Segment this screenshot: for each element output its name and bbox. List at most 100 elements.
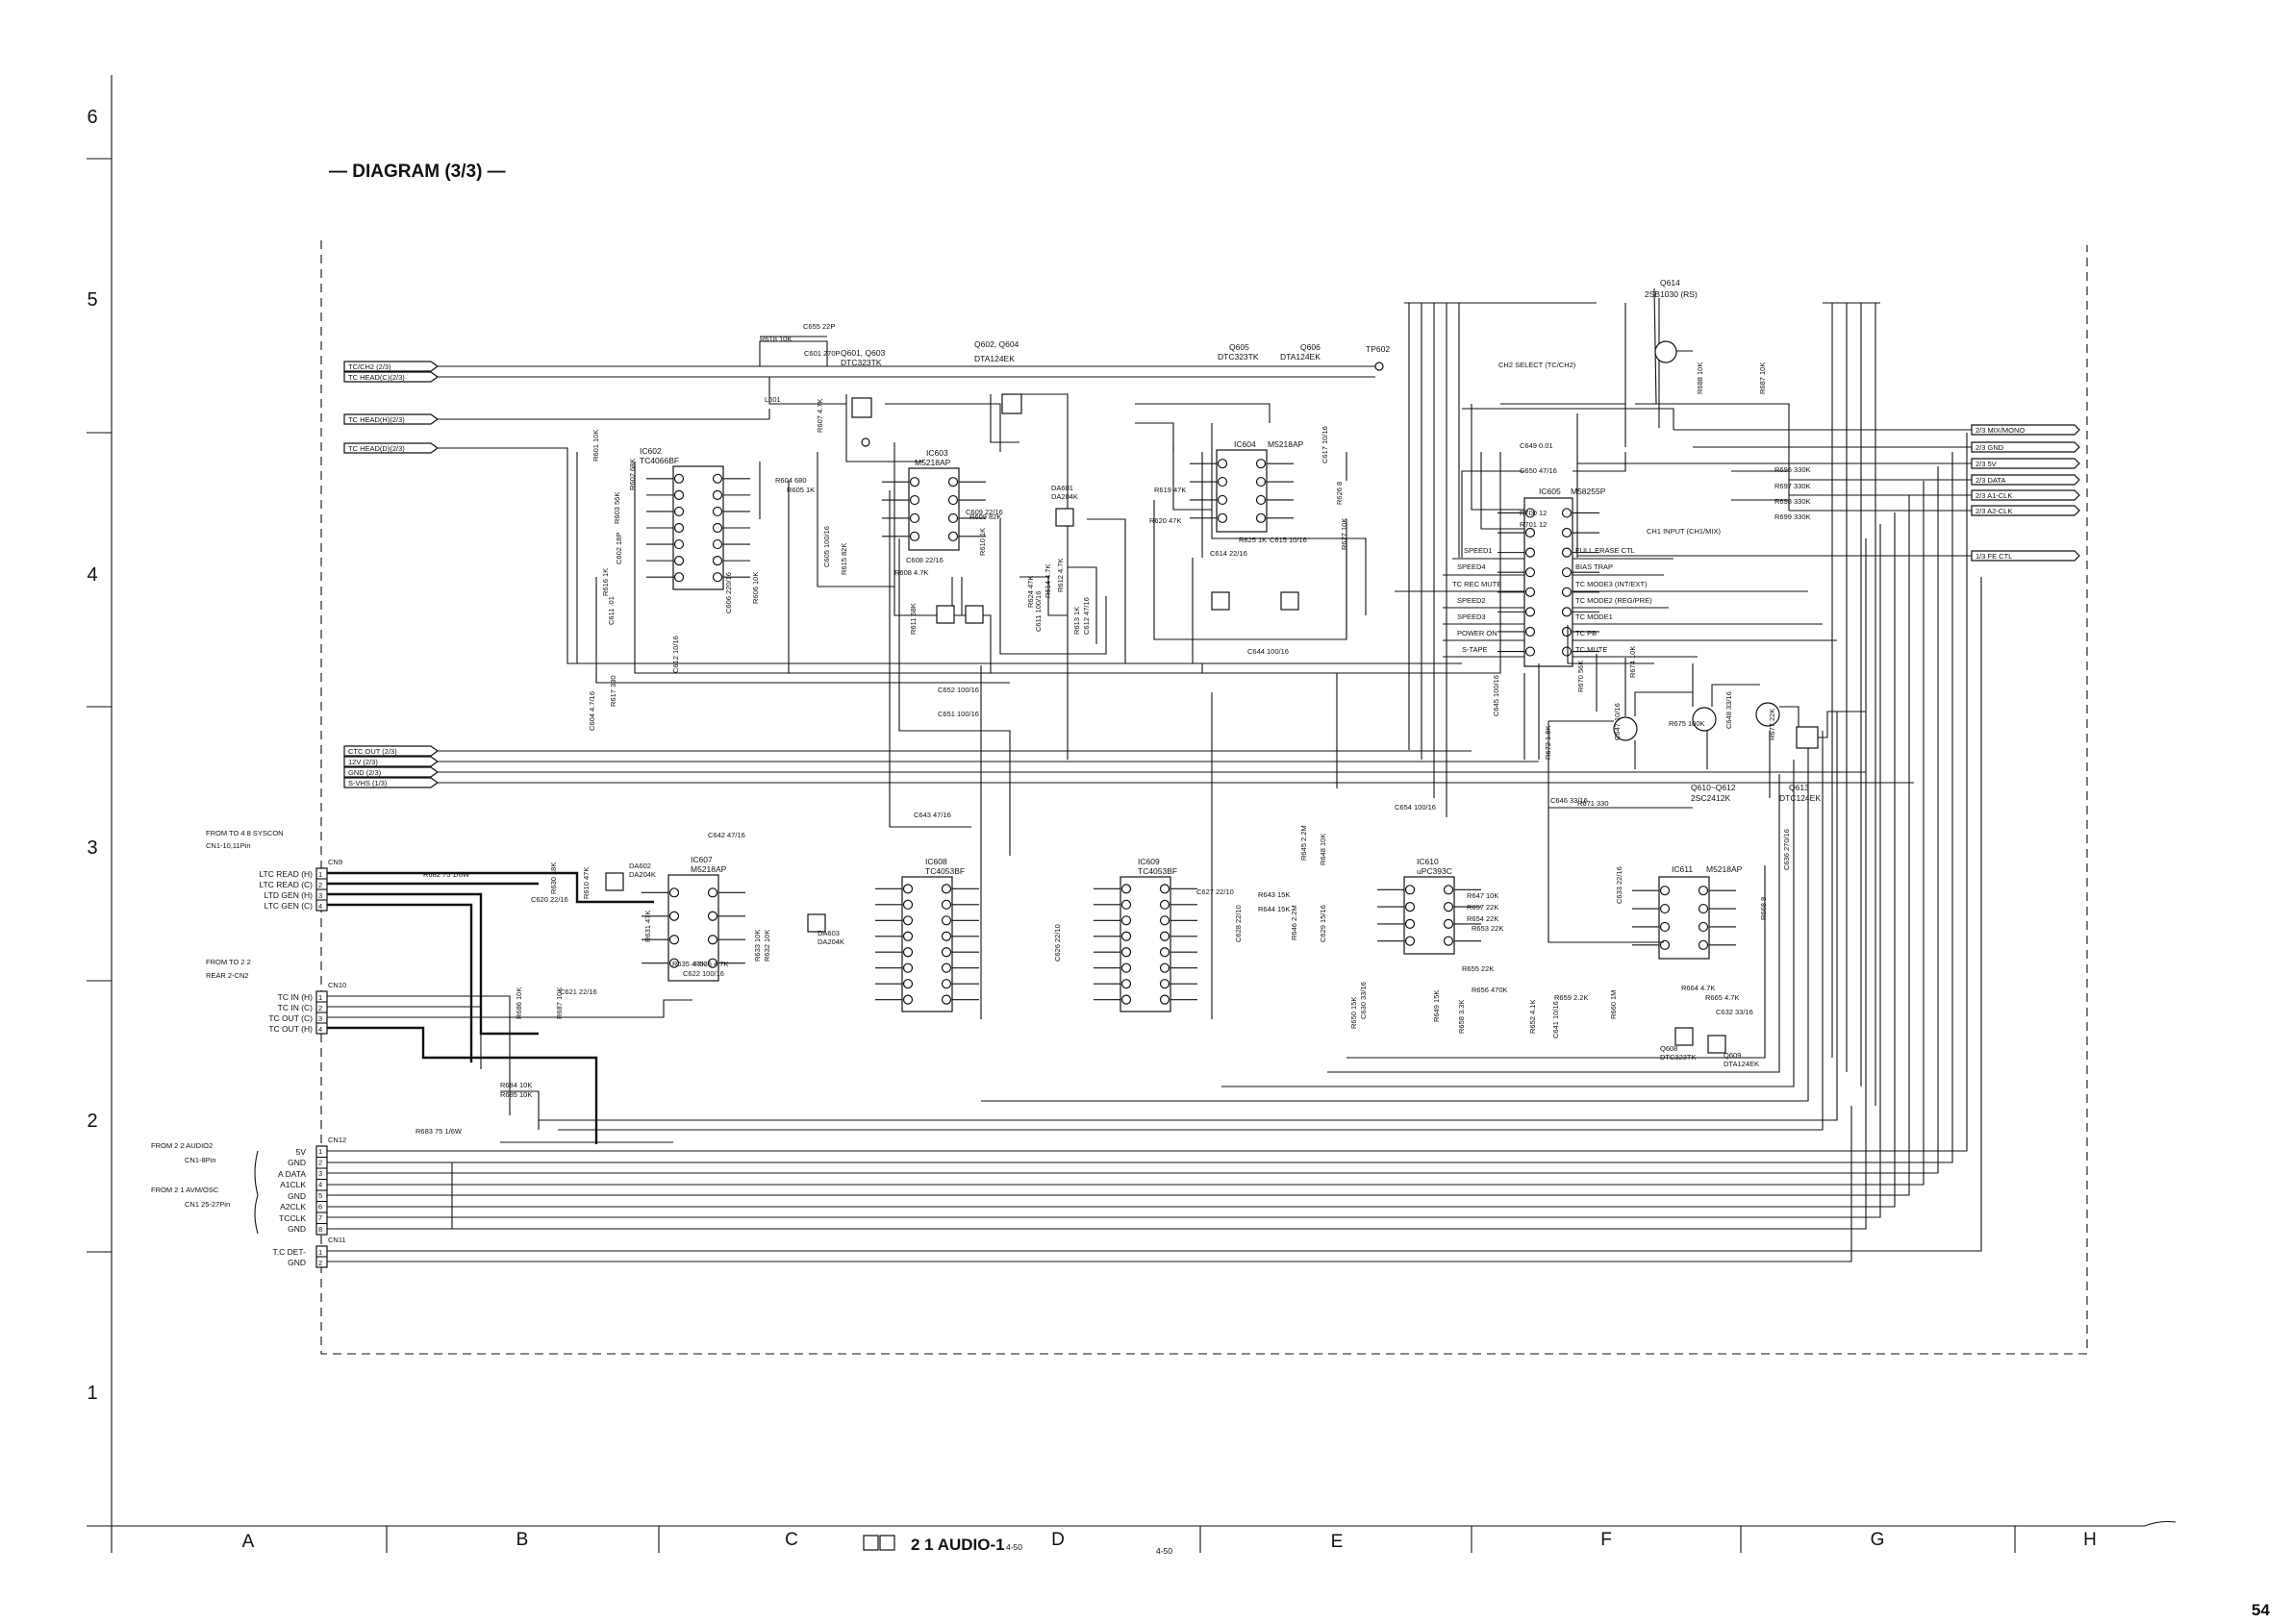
- ic-pin: [1524, 587, 1536, 597]
- ic-pin: [941, 884, 952, 894]
- component-label: C611 100/16: [1034, 591, 1043, 632]
- component-label: R603 56K: [613, 492, 621, 524]
- part-label: DA204K: [629, 870, 656, 879]
- ic-pin: [1561, 547, 1573, 558]
- ic-name: IC607: [691, 855, 713, 864]
- pin-label: POWER ON: [1457, 629, 1497, 637]
- component-label: R683 75 1/6W: [415, 1127, 463, 1136]
- pin-label: SPEED2: [1457, 596, 1486, 605]
- connector-cn11: CN11 12 T.C DET- GND: [273, 1236, 346, 1268]
- ic-pin: [902, 899, 914, 910]
- ic-pin: [712, 572, 723, 583]
- ic-pin: [902, 931, 914, 941]
- component-label: C643 47/16: [914, 811, 951, 819]
- ic-pin: [902, 884, 914, 894]
- component-label: C641 10/16: [1551, 1001, 1560, 1038]
- svg-text:4: 4: [318, 902, 322, 911]
- part-label: DA601: [1051, 484, 1073, 492]
- col-label-c: C: [785, 1530, 798, 1550]
- ic-pin: [1443, 918, 1454, 929]
- pin-label: GND: [288, 1191, 306, 1201]
- part-label: Q614: [1660, 278, 1680, 287]
- diode-array-symbol: [605, 872, 624, 891]
- ic-body: [1120, 876, 1171, 1012]
- ic-name: IC603: [926, 448, 948, 458]
- top-transistors: [605, 340, 1726, 1054]
- bus-label: TC HEAD(C)(2/3): [348, 373, 405, 382]
- svg-text:3: 3: [318, 1014, 322, 1023]
- ic-pin: [1255, 494, 1267, 506]
- pin-label: TC MODE1: [1575, 612, 1613, 621]
- ic-pin: [1159, 994, 1170, 1005]
- ic-pin: [1698, 886, 1709, 896]
- connector-sub-label: REAR 2-CN2: [206, 971, 249, 980]
- footer-page-center: 4-50: [1156, 1546, 1172, 1556]
- footer-ref: 2 1 AUDIO-1: [911, 1536, 1005, 1554]
- bus-terminal: CTC OUT (2/3): [343, 745, 440, 757]
- component-label: R684 10K: [500, 1081, 532, 1089]
- component-label: R602 68K: [628, 459, 637, 490]
- pin-label: LTC READ (H): [259, 869, 313, 879]
- component-label: C614 22/16: [1210, 549, 1247, 558]
- component-label: C601 270P: [804, 349, 841, 358]
- ic-part: M58255P: [1571, 487, 1606, 496]
- component-label: R608 4.7K: [894, 568, 928, 577]
- component-label: R632 10K: [763, 930, 771, 962]
- bus-terminal: TC/CH2 (2/3): [343, 361, 440, 372]
- ic-pin: [1524, 508, 1536, 518]
- transistor-stage: [1548, 654, 1866, 943]
- pin-label: TCCLK: [279, 1213, 306, 1223]
- ic-pin: [1159, 962, 1170, 973]
- component-label: R696 330K: [1774, 465, 1811, 474]
- bus-label: GND (2/3): [348, 768, 382, 777]
- svg-text:4: 4: [318, 1025, 322, 1034]
- ic-pin: [1120, 915, 1132, 926]
- component-label: C605 100/16: [822, 526, 831, 567]
- component-label: R617 330: [609, 675, 617, 707]
- component-label: R697 330K: [1774, 482, 1811, 490]
- test-point: [1374, 362, 1384, 371]
- ic-pin: [1561, 587, 1573, 597]
- ic-pin: [712, 489, 723, 500]
- ic-pin: [712, 473, 723, 484]
- pin-label: TC MODE2 (REG/PRE): [1575, 596, 1652, 605]
- bus-terminal: 2/3 A2-CLK: [1971, 505, 2080, 516]
- transistor-symbol: [936, 605, 955, 624]
- component-label: L601: [765, 395, 781, 404]
- svg-text:6: 6: [318, 1203, 322, 1212]
- pin-label: TC MUTE: [1575, 645, 1607, 654]
- component-label: C612 10/16: [671, 636, 680, 673]
- ic-pin: [1217, 459, 1228, 469]
- ic-pin: [1443, 936, 1454, 946]
- part-label: 2SC2412K: [1691, 793, 1730, 803]
- pin-label: A2CLK: [280, 1202, 306, 1212]
- part-label: Q606: [1300, 342, 1321, 352]
- ic-pin: [668, 958, 680, 968]
- component-label: R687 10K: [555, 987, 564, 1019]
- svg-text:2: 2: [318, 881, 322, 889]
- pin-label: TC REC MUTE: [1452, 580, 1501, 588]
- pin-label: TC IN (C): [278, 1003, 314, 1012]
- pin-label: TC MODE3 (INT/EXT): [1575, 580, 1648, 588]
- component-label: R654 22K: [1467, 914, 1498, 923]
- component-label: R700 12: [1520, 509, 1547, 517]
- bus-label: 2/3 GND: [1975, 443, 2004, 452]
- bus-label: 2/3 5V: [1975, 460, 1997, 468]
- ic-pin: [1698, 903, 1709, 914]
- component-label: R605 1K: [787, 486, 815, 494]
- pin-label: S-TAPE: [1462, 645, 1488, 654]
- component-label: R655 22K: [1462, 964, 1494, 973]
- ic-pin: [1524, 567, 1536, 578]
- part-label: Q610~Q612: [1691, 783, 1736, 792]
- ic-pin: [941, 979, 952, 989]
- row-label-1: 1: [87, 1383, 97, 1404]
- pin-label: LTD GEN (H): [264, 890, 314, 900]
- part-label: DTA124EK: [1724, 1060, 1759, 1068]
- bus-terminal: 2/3 GND: [1971, 441, 2080, 453]
- col-label-e: E: [1331, 1532, 1344, 1552]
- ic-pin: [712, 538, 723, 550]
- ic-pin: [707, 887, 718, 898]
- component-label: R652 4.1K: [1528, 1000, 1537, 1034]
